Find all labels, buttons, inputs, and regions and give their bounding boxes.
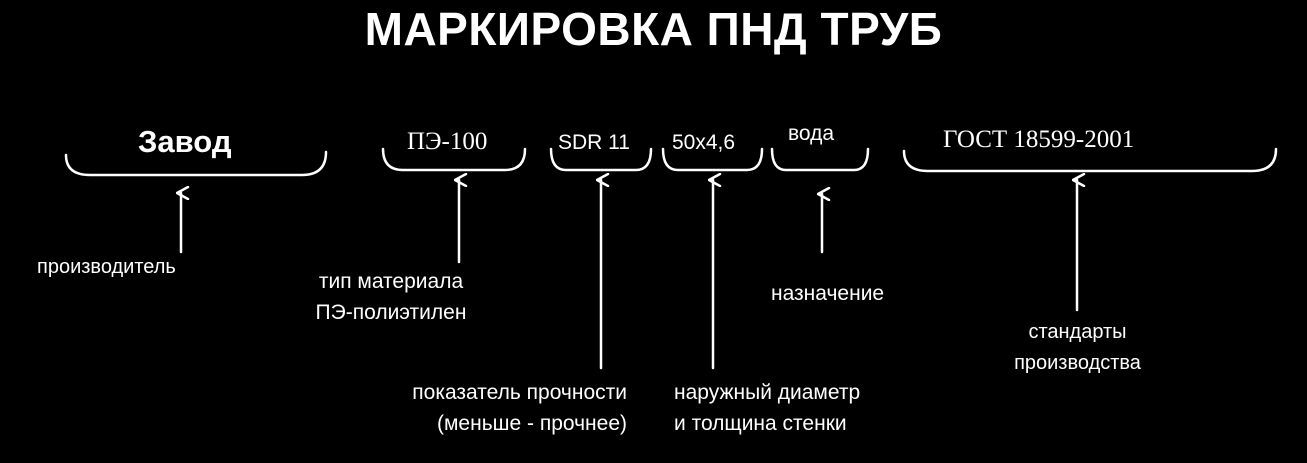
label-manufacturer-line-1: производитель xyxy=(37,256,176,278)
brace-purpose xyxy=(770,147,870,172)
brace-manufacturer xyxy=(64,150,328,177)
segment-sdr: SDR 11 xyxy=(558,131,630,154)
label-size: наружный диаметр и толщина стенки xyxy=(674,377,860,439)
segment-standard: ГОСТ 18599-2001 xyxy=(943,126,1135,153)
label-sdr-line-1: показатель прочности xyxy=(412,381,627,404)
segment-purpose: вода xyxy=(788,122,835,145)
label-purpose-line-1: назначение xyxy=(771,282,885,305)
label-standard-line-1: стандарты xyxy=(1028,321,1127,343)
label-sdr-line-2: (меньше - прочнее) xyxy=(437,412,627,435)
label-purpose: назначение xyxy=(771,278,884,309)
label-standard: стандарты производства xyxy=(985,317,1170,379)
brace-standard xyxy=(902,147,1278,173)
brace-material xyxy=(381,147,527,172)
label-size-line-2: и толщина стенки xyxy=(674,412,847,435)
label-material-line-2: ПЭ-полиэтилен xyxy=(315,301,467,324)
brace-size xyxy=(661,147,764,172)
label-material-line-1: тип материала xyxy=(318,270,464,293)
label-manufacturer: производитель xyxy=(37,252,176,283)
brace-sdr xyxy=(549,147,653,172)
segment-size: 50х4,6 xyxy=(672,131,736,154)
label-material: тип материала ПЭ-полиэтилен xyxy=(280,266,502,328)
label-standard-line-2: производства xyxy=(1014,352,1141,374)
label-sdr: показатель прочности (меньше - прочнее) xyxy=(300,377,627,439)
label-size-line-1: наружный диаметр xyxy=(674,381,861,404)
segment-manufacturer: Завод xyxy=(138,124,232,159)
diagram-title: МАРКИРОВКА ПНД ТРУБ xyxy=(364,3,943,55)
segment-material: ПЭ-100 xyxy=(407,128,488,155)
